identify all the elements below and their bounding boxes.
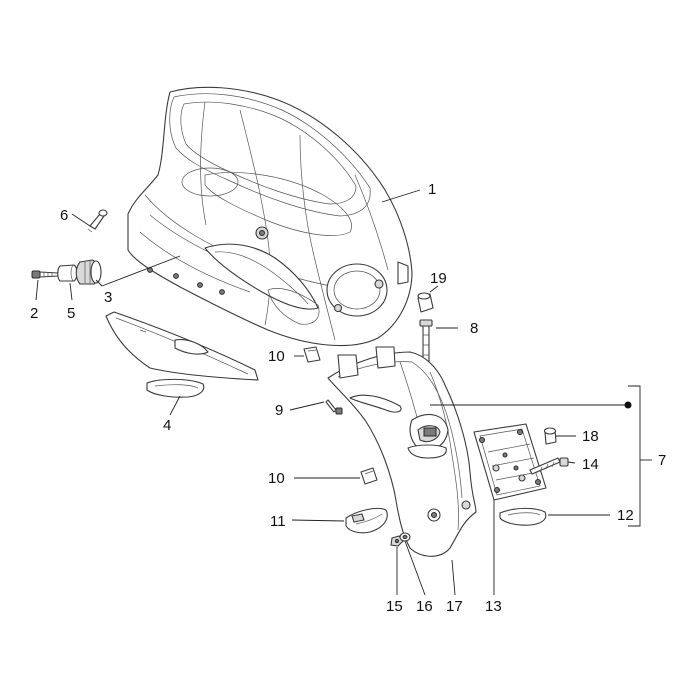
clip-part-10-lower <box>360 467 378 485</box>
reflector-part-4b <box>146 378 205 398</box>
callout-16: 16 <box>416 598 433 615</box>
bulb-part-6 <box>87 209 108 233</box>
callout-6: 6 <box>60 207 68 224</box>
buffer-part-18 <box>543 427 557 445</box>
bracket-dot-7 <box>624 401 632 409</box>
callout-5: 5 <box>67 305 75 322</box>
callout-19: 19 <box>430 270 447 287</box>
callout-8: 8 <box>470 320 478 337</box>
callout-4: 4 <box>163 417 171 434</box>
grommet-part-3 <box>75 259 102 285</box>
leader-lines <box>35 189 652 596</box>
callout-18: 18 <box>582 428 599 445</box>
callout-15: 15 <box>386 598 403 615</box>
rear-mudguard-part-17 <box>327 346 477 557</box>
callout-1: 1 <box>428 181 436 198</box>
callout-13: 13 <box>485 598 502 615</box>
screw-part-2 <box>31 270 59 279</box>
washer-part-16 <box>399 532 411 542</box>
callout-14: 14 <box>582 456 599 473</box>
reflector-part-12 <box>499 507 547 526</box>
callout-10-lower: 10 <box>268 470 285 487</box>
clip-part-10-upper <box>303 346 321 363</box>
callout-2: 2 <box>30 305 38 322</box>
callout-3: 3 <box>104 289 112 306</box>
license-bracket-part-4 <box>105 311 259 381</box>
screw-part-14 <box>529 457 569 475</box>
callout-11: 11 <box>270 513 286 530</box>
callout-12: 12 <box>617 507 634 524</box>
callout-9: 9 <box>275 402 283 419</box>
callout-17: 17 <box>446 598 463 615</box>
screw-part-9 <box>325 399 343 415</box>
lamp-lens-part-11 <box>345 507 388 534</box>
cap-part-19 <box>417 292 434 313</box>
callout-numbers: 1 2 3 4 5 6 7 8 9 10 10 11 12 13 14 15 1… <box>30 181 666 615</box>
rear-cowl-part-1 <box>127 86 413 347</box>
callout-10-upper: 10 <box>268 348 285 365</box>
license-plate-holder-part-13 <box>473 423 547 501</box>
callout-7: 7 <box>658 452 666 469</box>
spacer-part-5 <box>57 264 78 282</box>
